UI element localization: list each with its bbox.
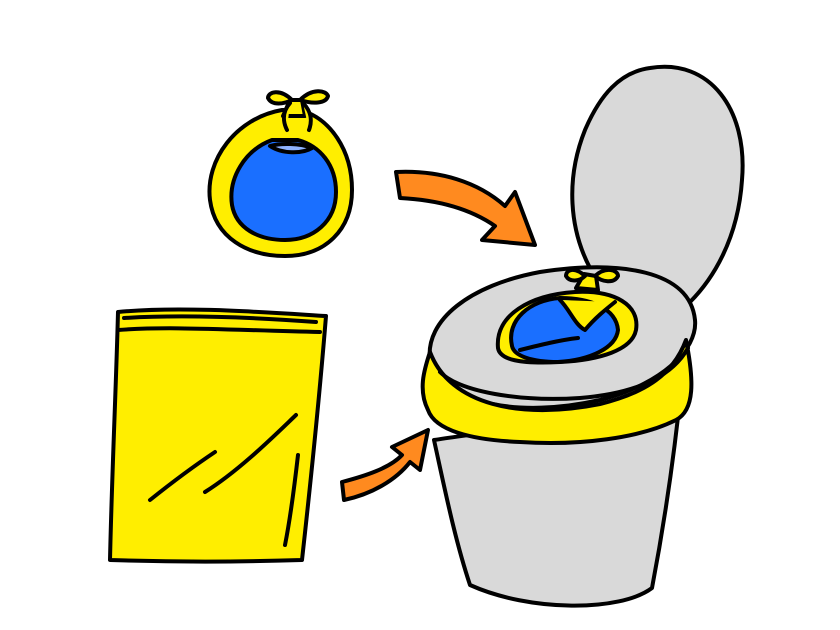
portable-toilet-icon (420, 64, 745, 608)
arrow-icon (394, 169, 537, 247)
folded-bag-icon (108, 307, 328, 564)
tied-bag-icon (207, 89, 354, 258)
arrow-icon (340, 428, 430, 502)
